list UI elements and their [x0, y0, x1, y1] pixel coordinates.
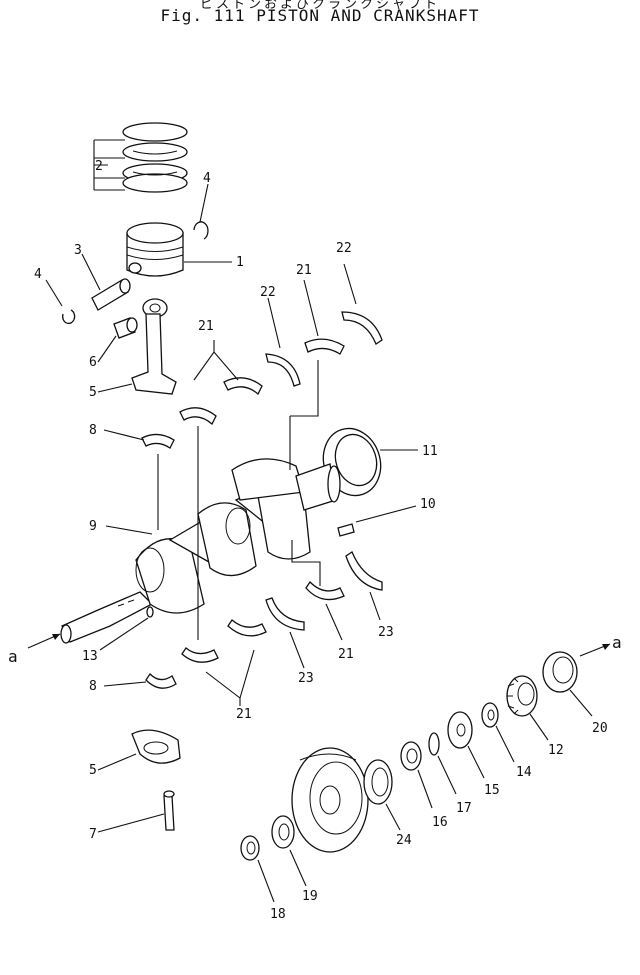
figure-title: Fig. 111 PISTON AND CRANKSHAFT: [160, 6, 480, 25]
label-22-b: 22: [336, 241, 352, 256]
rod-cap-illustration: [131, 729, 181, 764]
snap-ring-upper-illustration: [193, 221, 209, 240]
piston-pin-illustration: [91, 278, 131, 311]
label-22-a: 22: [260, 285, 276, 300]
bearing-lower-21c-illustration: [305, 580, 345, 601]
connecting-rod-illustration: [131, 298, 177, 395]
piston-rings-illustration: [122, 122, 188, 193]
bearing-upper-8-illustration: [141, 433, 175, 449]
label-17: 17: [456, 801, 472, 816]
figure-subtitle-jp: ピストンおよびクランクシャフト: [199, 0, 440, 12]
label-5-lower: 5: [89, 763, 97, 778]
label-21-lower-c: 21: [338, 647, 354, 662]
o-ring-illustration: [428, 732, 440, 756]
washer-14-illustration: [481, 702, 499, 728]
bearing-lower-21b-illustration: [227, 619, 267, 637]
label-14: 14: [516, 765, 532, 780]
label-1: 1: [236, 255, 244, 270]
nut-18-illustration: [240, 835, 260, 861]
label-20: 20: [592, 721, 608, 736]
bushing-illustration: [113, 317, 138, 339]
rod-bolt-illustration: [163, 790, 175, 831]
thrust-washer-23b-illustration: [345, 551, 383, 591]
crankshaft-illustration: [60, 458, 341, 644]
label-23-b: 23: [378, 625, 394, 640]
label-21-upper-c: 21: [296, 263, 312, 278]
reference-a-left: a: [8, 647, 18, 666]
oil-seal-24-illustration: [363, 759, 393, 805]
label-9: 9: [89, 519, 97, 534]
label-21-lower-a: 21: [236, 707, 252, 722]
bearing-lower-21a-illustration: [181, 647, 219, 663]
label-4-left: 4: [34, 267, 42, 282]
snap-ring-left-illustration: [61, 309, 76, 325]
label-15: 15: [484, 783, 500, 798]
bearing-upper-21b-illustration: [223, 377, 263, 396]
label-21-upper-a: 21: [198, 319, 214, 334]
thrust-washer-23a-illustration: [265, 597, 305, 631]
label-3: 3: [74, 243, 82, 258]
label-11: 11: [422, 444, 438, 459]
label-8-lower: 8: [89, 679, 97, 694]
thrust-washer-22b-illustration: [341, 311, 383, 345]
label-7: 7: [89, 827, 97, 842]
pulley-illustration: [291, 747, 369, 853]
plate-15-illustration: [447, 711, 473, 749]
label-2: 2: [95, 159, 103, 174]
washer-19-illustration: [271, 815, 295, 849]
label-10: 10: [420, 497, 436, 512]
thrust-washer-22a-illustration: [265, 353, 301, 387]
dowel-pin-10-illustration: [337, 523, 355, 537]
bearing-lower-8-illustration: [145, 672, 177, 689]
gear-illustration: [506, 675, 538, 717]
label-5-upper: 5: [89, 385, 97, 400]
reference-a-right: a: [612, 633, 622, 652]
label-19: 19: [302, 889, 318, 904]
label-12: 12: [548, 743, 564, 758]
label-18: 18: [270, 907, 286, 922]
dowel-pin-13-illustration: [146, 606, 154, 618]
collar-20-illustration: [542, 651, 578, 693]
piston-illustration: [126, 222, 184, 277]
bearing-upper-21a-illustration: [179, 407, 217, 426]
spacer-16-illustration: [400, 741, 422, 771]
label-16: 16: [432, 815, 448, 830]
label-4-upper: 4: [203, 171, 211, 186]
label-6: 6: [89, 355, 97, 370]
bearing-upper-21c-illustration: [304, 338, 345, 355]
label-13: 13: [82, 649, 98, 664]
label-24: 24: [396, 833, 412, 848]
label-23-a: 23: [298, 671, 314, 686]
label-8-upper: 8: [89, 423, 97, 438]
